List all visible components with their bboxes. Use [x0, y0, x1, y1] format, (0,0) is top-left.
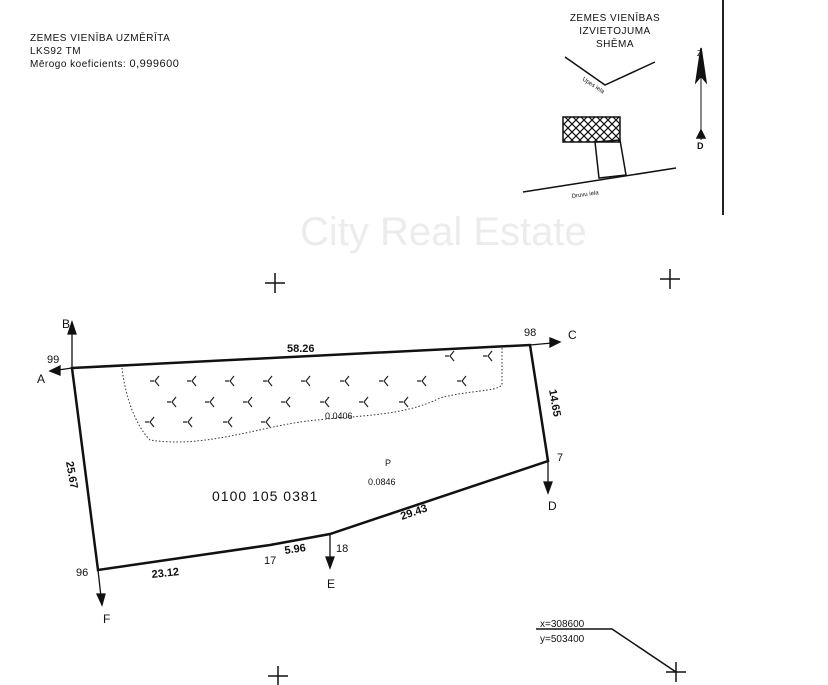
tree-symbol-icon: [359, 396, 369, 408]
scheme-title: ZEMES VIENĪBAS IZVIETOJUMA SHĒMA: [569, 13, 661, 50]
tree-symbol-icon: [379, 375, 389, 387]
forest-symbols: [145, 350, 493, 428]
direction-e: E: [327, 577, 335, 591]
distance-south-west: 23.12: [151, 566, 180, 581]
north-label: Z: [697, 49, 702, 58]
tree-symbol-icon: [340, 375, 350, 387]
point-18: 18: [336, 543, 348, 555]
south-label: D: [697, 141, 704, 151]
coordinate-y: y=503400: [540, 634, 585, 645]
tree-symbol-icon: [417, 375, 427, 387]
tree-symbol-icon: [320, 396, 330, 408]
tree-symbol-icon: [187, 375, 197, 387]
tree-symbol-icon: [457, 375, 467, 387]
grid-crosses: [265, 269, 686, 685]
coordinate-system: LKS92 TM: [30, 46, 82, 57]
tree-symbol-icon: [150, 375, 160, 387]
lower-street-label: Druvu iela: [571, 190, 599, 200]
direction-d: D: [548, 499, 557, 513]
hatched-building: [562, 116, 621, 143]
point-7: 7: [557, 452, 563, 464]
distance-west: 25.67: [63, 460, 80, 489]
scale-coefficient: Mērogo koeficients: 0,999600: [30, 58, 180, 70]
north-arrow-icon: [694, 47, 708, 85]
tree-symbol-icon: [261, 416, 271, 428]
distance-north: 58.26: [287, 343, 315, 355]
tree-symbol-icon: [225, 375, 235, 387]
tree-symbol-icon: [281, 396, 291, 408]
land-use-code: P: [385, 458, 391, 468]
frame-border: [722, 0, 724, 215]
upper-street-line: [564, 56, 656, 86]
coordinate-leader-line: [536, 628, 677, 673]
tree-symbol-icon: [243, 396, 253, 408]
direction-arrows: [48, 319, 562, 607]
direction-b: B: [62, 317, 70, 331]
lower-street-line: [522, 167, 677, 193]
tree-symbol-icon: [205, 396, 215, 408]
parcel-boundary: [70, 343, 550, 572]
coordinate-x: x=308600: [540, 619, 585, 630]
south-arrow-icon: [695, 128, 707, 139]
total-area: 0.0846: [368, 477, 396, 487]
header-block: ZEMES VIENĪBA UZMĒRĪTA LKS92 TM Mērogo k…: [30, 32, 179, 71]
tree-symbol-icon: [301, 375, 311, 387]
distance-east: 14.65: [546, 388, 563, 417]
tree-symbol-icon: [483, 350, 493, 362]
distance-south-mid: 5.96: [284, 542, 307, 557]
point-96: 96: [76, 567, 88, 579]
tree-symbol-icon: [445, 350, 455, 362]
point-99: 99: [47, 354, 59, 366]
watermark: City Real Estate: [300, 210, 587, 254]
cadastral-number: 0100 105 0381: [212, 488, 318, 504]
tree-symbol-icon: [145, 416, 155, 428]
forest-area: 0.0406: [325, 411, 353, 421]
upper-street-label: Upes iela: [581, 77, 606, 96]
direction-f: F: [103, 612, 110, 626]
direction-c: C: [568, 328, 577, 342]
parcel-outline-small: [594, 139, 627, 179]
direction-a: A: [37, 372, 45, 386]
tree-symbol-icon: [167, 396, 177, 408]
tree-symbol-icon: [263, 375, 273, 387]
distance-southeast: 29.43: [399, 503, 429, 523]
location-scheme: [522, 47, 708, 193]
tree-symbol-icon: [399, 396, 409, 408]
point-17: 17: [264, 555, 276, 567]
tree-symbol-icon: [183, 416, 193, 428]
survey-title: ZEMES VIENĪBA UZMĒRĪTA: [30, 33, 171, 44]
point-98: 98: [524, 327, 536, 339]
tree-symbol-icon: [223, 416, 233, 428]
